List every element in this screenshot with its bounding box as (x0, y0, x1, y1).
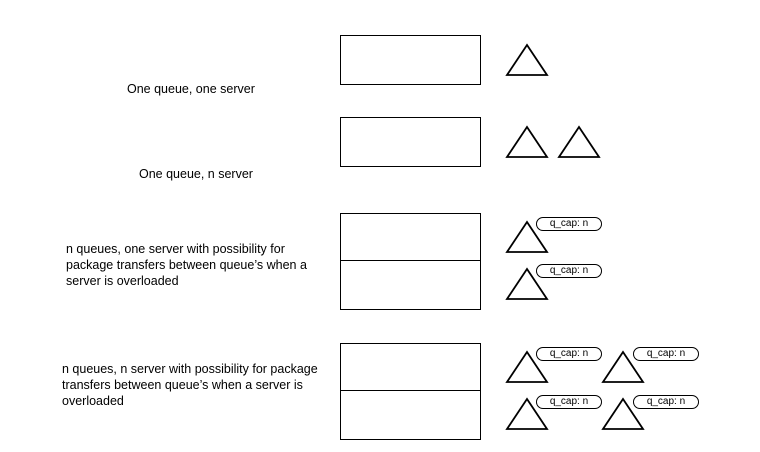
server-triangle (505, 350, 549, 383)
server-triangle (505, 125, 549, 158)
queue-cap-badge: q_cap: n (536, 264, 602, 278)
queue-cap-badge: q_cap: n (633, 395, 699, 409)
scenario-2-label: One queue, n server (139, 167, 253, 181)
queue-cap-badge: q_cap: n (633, 347, 699, 361)
queue-cap-badge: q_cap: n (536, 395, 602, 409)
server-triangle (505, 43, 549, 76)
queue-stack (340, 343, 481, 440)
queue-cap-badge: q_cap: n (536, 347, 602, 361)
queue-box (340, 35, 481, 85)
server-triangle (601, 397, 645, 430)
queue-box (340, 117, 481, 167)
scenario-3-label: n queues, one server with possibility fo… (66, 242, 307, 288)
server-triangle (505, 397, 549, 430)
queue-cap-badge: q_cap: n (536, 217, 602, 231)
queue-stack (340, 213, 481, 310)
server-triangle (505, 220, 549, 253)
server-triangle (557, 125, 601, 158)
scenario-4-label: n queues, n server with possibility for … (62, 362, 318, 408)
server-triangle (505, 267, 549, 300)
server-triangle (601, 350, 645, 383)
queue-divider (341, 260, 480, 261)
scenario-1-label: One queue, one server (127, 82, 255, 96)
queue-divider (341, 390, 480, 391)
